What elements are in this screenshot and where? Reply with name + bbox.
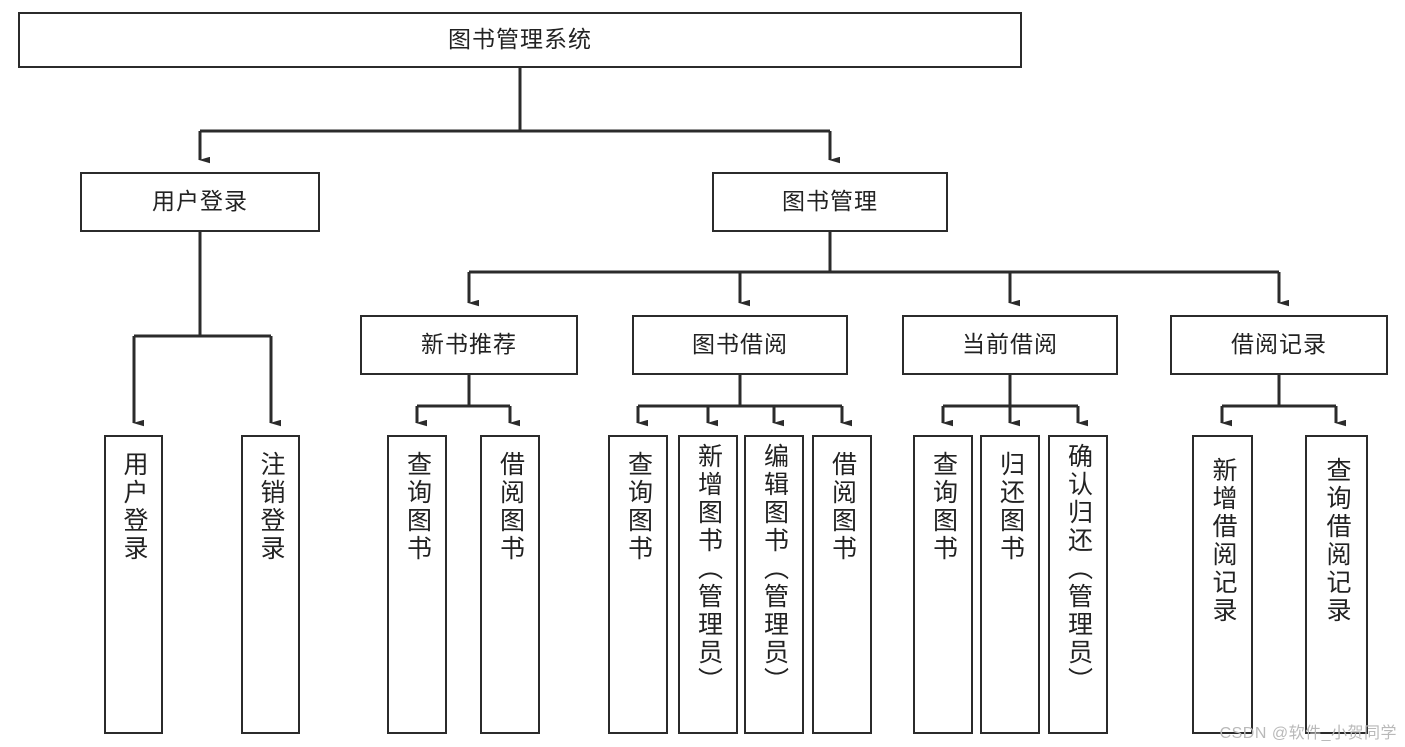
node-current-borrow[interactable]: 当前借阅 [902,315,1118,375]
node-current-borrow-label: 当前借阅 [962,331,1058,358]
node-root[interactable]: 图书管理系统 [18,12,1022,68]
node-leaf-return-book[interactable]: 归还图书 [980,435,1040,734]
node-leaf-confirm-return[interactable]: 确认归还（管理员） [1048,435,1108,734]
node-leaf-confirm-return-label: 确认归还（管理员） [1064,443,1093,695]
node-leaf-query-record-label: 查询借阅记录 [1323,457,1351,625]
node-leaf-edit-book[interactable]: 编辑图书（管理员） [744,435,804,734]
node-leaf-user-logout-label: 注销登录 [257,451,285,563]
csdn-watermark: CSDN @软件_小贺同学 [1219,725,1397,742]
node-leaf-borrow-book-1[interactable]: 借阅图书 [480,435,540,734]
node-new-book-rec-label: 新书推荐 [421,331,517,358]
node-leaf-borrow-book-1-label: 借阅图书 [496,451,525,563]
node-leaf-return-book-label: 归还图书 [996,451,1025,563]
node-borrow-record[interactable]: 借阅记录 [1170,315,1388,375]
node-root-label: 图书管理系统 [448,26,592,53]
node-leaf-query-book-2-label: 查询图书 [624,451,653,563]
node-leaf-add-record[interactable]: 新增借阅记录 [1192,435,1253,734]
node-leaf-user-login-label: 用户登录 [120,451,148,563]
node-leaf-query-book-2[interactable]: 查询图书 [608,435,668,734]
node-leaf-query-book-3[interactable]: 查询图书 [913,435,973,734]
node-leaf-add-book-label: 新增图书（管理员） [694,443,723,695]
node-book-borrow-label: 图书借阅 [692,331,788,358]
node-book-manage-label: 图书管理 [782,188,878,215]
node-leaf-query-book-3-label: 查询图书 [929,451,958,563]
node-book-borrow[interactable]: 图书借阅 [632,315,848,375]
node-leaf-add-book[interactable]: 新增图书（管理员） [678,435,738,734]
node-new-book-rec[interactable]: 新书推荐 [360,315,578,375]
node-leaf-borrow-book-2[interactable]: 借阅图书 [812,435,872,734]
node-leaf-query-record[interactable]: 查询借阅记录 [1305,435,1368,734]
node-user-login[interactable]: 用户登录 [80,172,320,232]
node-leaf-borrow-book-2-label: 借阅图书 [828,451,857,563]
node-leaf-query-book-1[interactable]: 查询图书 [387,435,447,734]
node-leaf-user-logout[interactable]: 注销登录 [241,435,300,734]
node-user-login-label: 用户登录 [152,188,248,215]
node-leaf-query-book-1-label: 查询图书 [403,451,432,563]
node-borrow-record-label: 借阅记录 [1231,331,1327,358]
node-leaf-user-login[interactable]: 用户登录 [104,435,163,734]
node-leaf-add-record-label: 新增借阅记录 [1209,457,1237,625]
node-book-manage[interactable]: 图书管理 [712,172,948,232]
node-leaf-edit-book-label: 编辑图书（管理员） [760,443,789,695]
